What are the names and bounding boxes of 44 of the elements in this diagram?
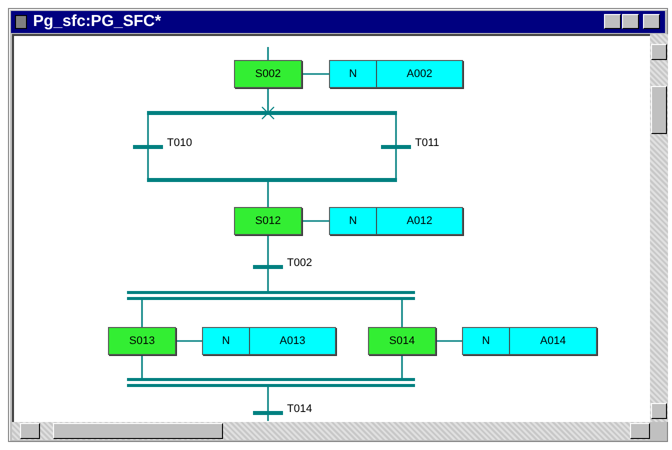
parallel-bar — [127, 291, 415, 300]
step-box: S012 — [234, 207, 302, 235]
action-qualifier: N — [203, 328, 250, 354]
connector-line — [267, 387, 269, 411]
connector-line — [436, 340, 462, 342]
transition-label: T014 — [287, 403, 312, 416]
connector-line — [267, 182, 269, 207]
connector-line — [395, 149, 397, 178]
step-box: S014 — [368, 327, 436, 355]
action-name: A002 — [406, 67, 434, 82]
connector-line — [267, 235, 269, 265]
connector-line — [267, 47, 269, 60]
action-name: A014 — [539, 334, 567, 349]
connector-line — [267, 415, 269, 421]
transition-label: T002 — [287, 257, 312, 270]
connector-line — [401, 300, 403, 327]
action-qualifier: N — [330, 208, 377, 234]
transition-label: T010 — [167, 137, 192, 150]
connector-line — [395, 115, 397, 145]
action-block — [329, 207, 463, 235]
action-block — [462, 327, 597, 355]
divergence-bar — [147, 111, 397, 115]
action-qualifier: N — [463, 328, 510, 354]
window-title: Pg_sfc:PG_SFC* — [33, 12, 162, 32]
action-name: A012 — [406, 214, 434, 229]
connector-line — [147, 149, 149, 178]
connector-line — [302, 220, 329, 222]
connector-line — [267, 269, 269, 291]
action-name: A013 — [278, 334, 306, 349]
connector-line — [302, 73, 329, 75]
divergence-bar — [147, 178, 397, 182]
connector-line — [401, 355, 403, 378]
step-box: S013 — [108, 327, 176, 355]
connector-line — [267, 88, 269, 111]
action-qualifier: N — [330, 61, 377, 87]
action-block — [202, 327, 336, 355]
transition-label: T011 — [415, 137, 440, 150]
parallel-bar — [127, 378, 415, 387]
connector-line — [141, 355, 143, 378]
action-block — [329, 60, 463, 88]
connector-line — [141, 300, 143, 327]
step-box: S002 — [234, 60, 302, 88]
connector-line — [147, 115, 149, 145]
connector-line — [176, 340, 202, 342]
